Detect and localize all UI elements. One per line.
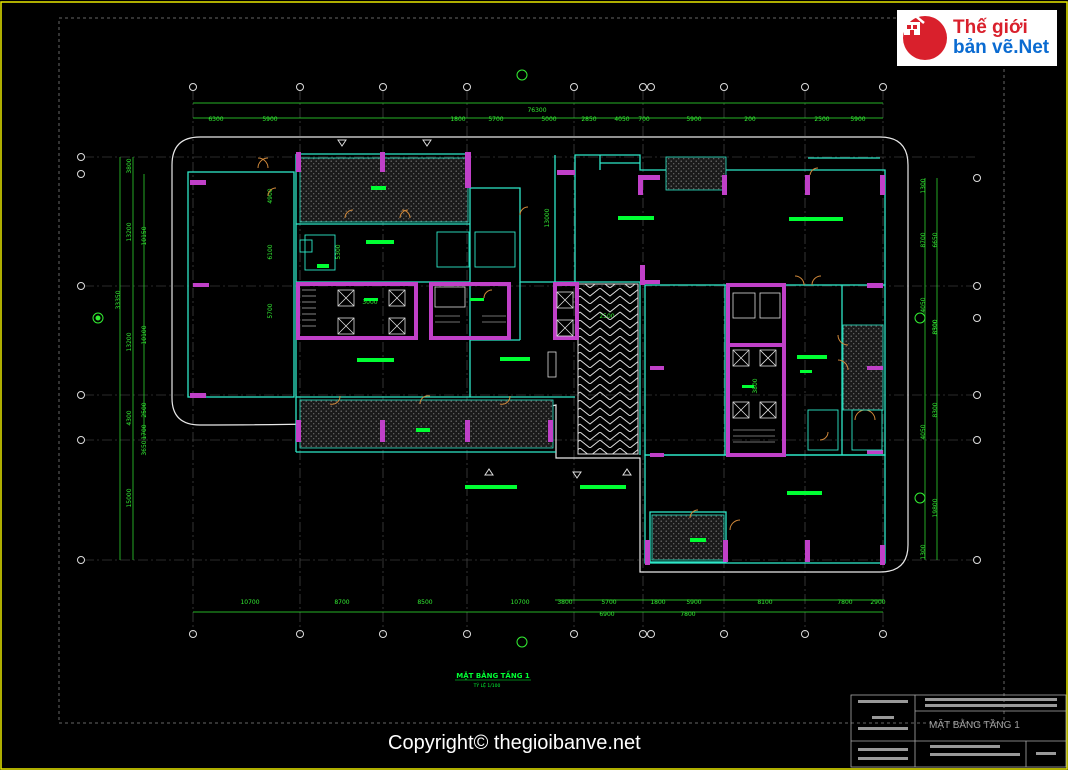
dim-right: 4050 (920, 297, 927, 312)
stairs (302, 289, 775, 443)
section-markers (92, 69, 926, 648)
dim-left: 4300 (126, 410, 133, 425)
dim-left: 2500 (141, 402, 148, 417)
dim-left: 10100 (141, 325, 148, 344)
dim-left: 3800 (126, 158, 133, 173)
drawing-scale: TỶ LỆ 1/100 (473, 681, 501, 689)
walls (187, 153, 886, 564)
dimension-lines (119, 102, 938, 613)
dim-left: 3650 (141, 440, 148, 455)
dim-bottom: 2900 (870, 599, 885, 606)
dim-left: 1700 (141, 424, 148, 439)
dim-bottom-sub: 6900 (599, 611, 614, 618)
hatched-zones (299, 156, 884, 561)
dim-bottom: 3800 (557, 599, 572, 606)
titleblock-drawing-name: MẶT BẰNG TẦNG 1 (929, 720, 1020, 731)
dim-left: 15000 (126, 488, 133, 507)
dim-left: 13200 (126, 222, 133, 241)
dim-bottom: 10700 (240, 599, 259, 606)
copyright-watermark: Copyright© thegioibanve.net (388, 732, 641, 754)
dim-right: 1300 (920, 544, 927, 559)
dim-left: 13200 (126, 332, 133, 351)
dim-top: 2850 (581, 116, 596, 123)
dim-top: 2500 (814, 116, 829, 123)
dim-right: 6650 (932, 232, 939, 247)
dim-interior: 3000 (362, 299, 377, 306)
dim-bottom-sub: 7800 (680, 611, 695, 618)
dim-top: 6300 (208, 116, 223, 123)
dim-interior: 13000 (544, 208, 551, 227)
dim-left: 10150 (141, 226, 148, 245)
dim-top: 5900 (686, 116, 701, 123)
dim-bottom: 10700 (510, 599, 529, 606)
lift-shafts (337, 286, 781, 419)
dim-left: 33350 (115, 290, 122, 309)
columns (190, 152, 885, 565)
grid-lines (84, 90, 975, 634)
dim-right: 8700 (920, 232, 927, 247)
dim-left-inner: 5700 (267, 303, 274, 318)
logo-line-1: Thế giới (953, 17, 1028, 38)
dim-bottom: 8500 (417, 599, 432, 606)
entry-arrows (337, 139, 632, 479)
dim-bottom: 8100 (757, 599, 772, 606)
dim-top: 5900 (850, 116, 865, 123)
dim-left-inner: 4900 (267, 188, 274, 203)
dim-top: 1800 (450, 116, 465, 123)
dim-overall-top: 76300 (527, 107, 546, 114)
logo-line-2: bản vẽ.Net (953, 37, 1050, 58)
building-outline (171, 136, 909, 573)
dim-top: 4050 (614, 116, 629, 123)
dim-top: 5700 (488, 116, 503, 123)
dim-interior: 3800 (752, 378, 759, 393)
dimension-labels: 76300 6300 5900 1800 5700 5000 2850 4050 700 5900… (115, 107, 939, 618)
dim-top: 700 (638, 116, 650, 123)
dim-right: 8300 (932, 402, 939, 417)
dim-bottom: 1800 (650, 599, 665, 606)
dim-right: 8300 (932, 319, 939, 334)
dim-bottom: 5900 (686, 599, 701, 606)
dim-top: 5000 (541, 116, 556, 123)
site-logo[interactable]: Thế giới bản vẽ.Net (897, 10, 1057, 66)
dim-top: 200 (744, 116, 756, 123)
print-frame (58, 17, 1005, 724)
parking-ramp (577, 283, 639, 455)
title-block (850, 694, 1067, 768)
house-icon (899, 11, 947, 60)
room-labels (317, 186, 843, 542)
grid-bubbles (77, 83, 981, 638)
dim-bottom: 7800 (837, 599, 852, 606)
dim-interior: 5300 (335, 244, 342, 259)
dim-left-inner: 6100 (267, 244, 274, 259)
dim-bottom: 8700 (334, 599, 349, 606)
toilets (299, 231, 883, 451)
dim-top: 5900 (262, 116, 277, 123)
dim-bottom: 5700 (601, 599, 616, 606)
dim-right: 19800 (932, 498, 939, 517)
drawing-title: MẶT BẰNG TẦNG 1 (456, 670, 530, 680)
dim-right: 8500 (932, 319, 939, 334)
dim-right: 4050 (920, 424, 927, 439)
dim-right: 1300 (920, 178, 927, 193)
cores (296, 282, 786, 457)
title-block-text (858, 698, 1057, 760)
